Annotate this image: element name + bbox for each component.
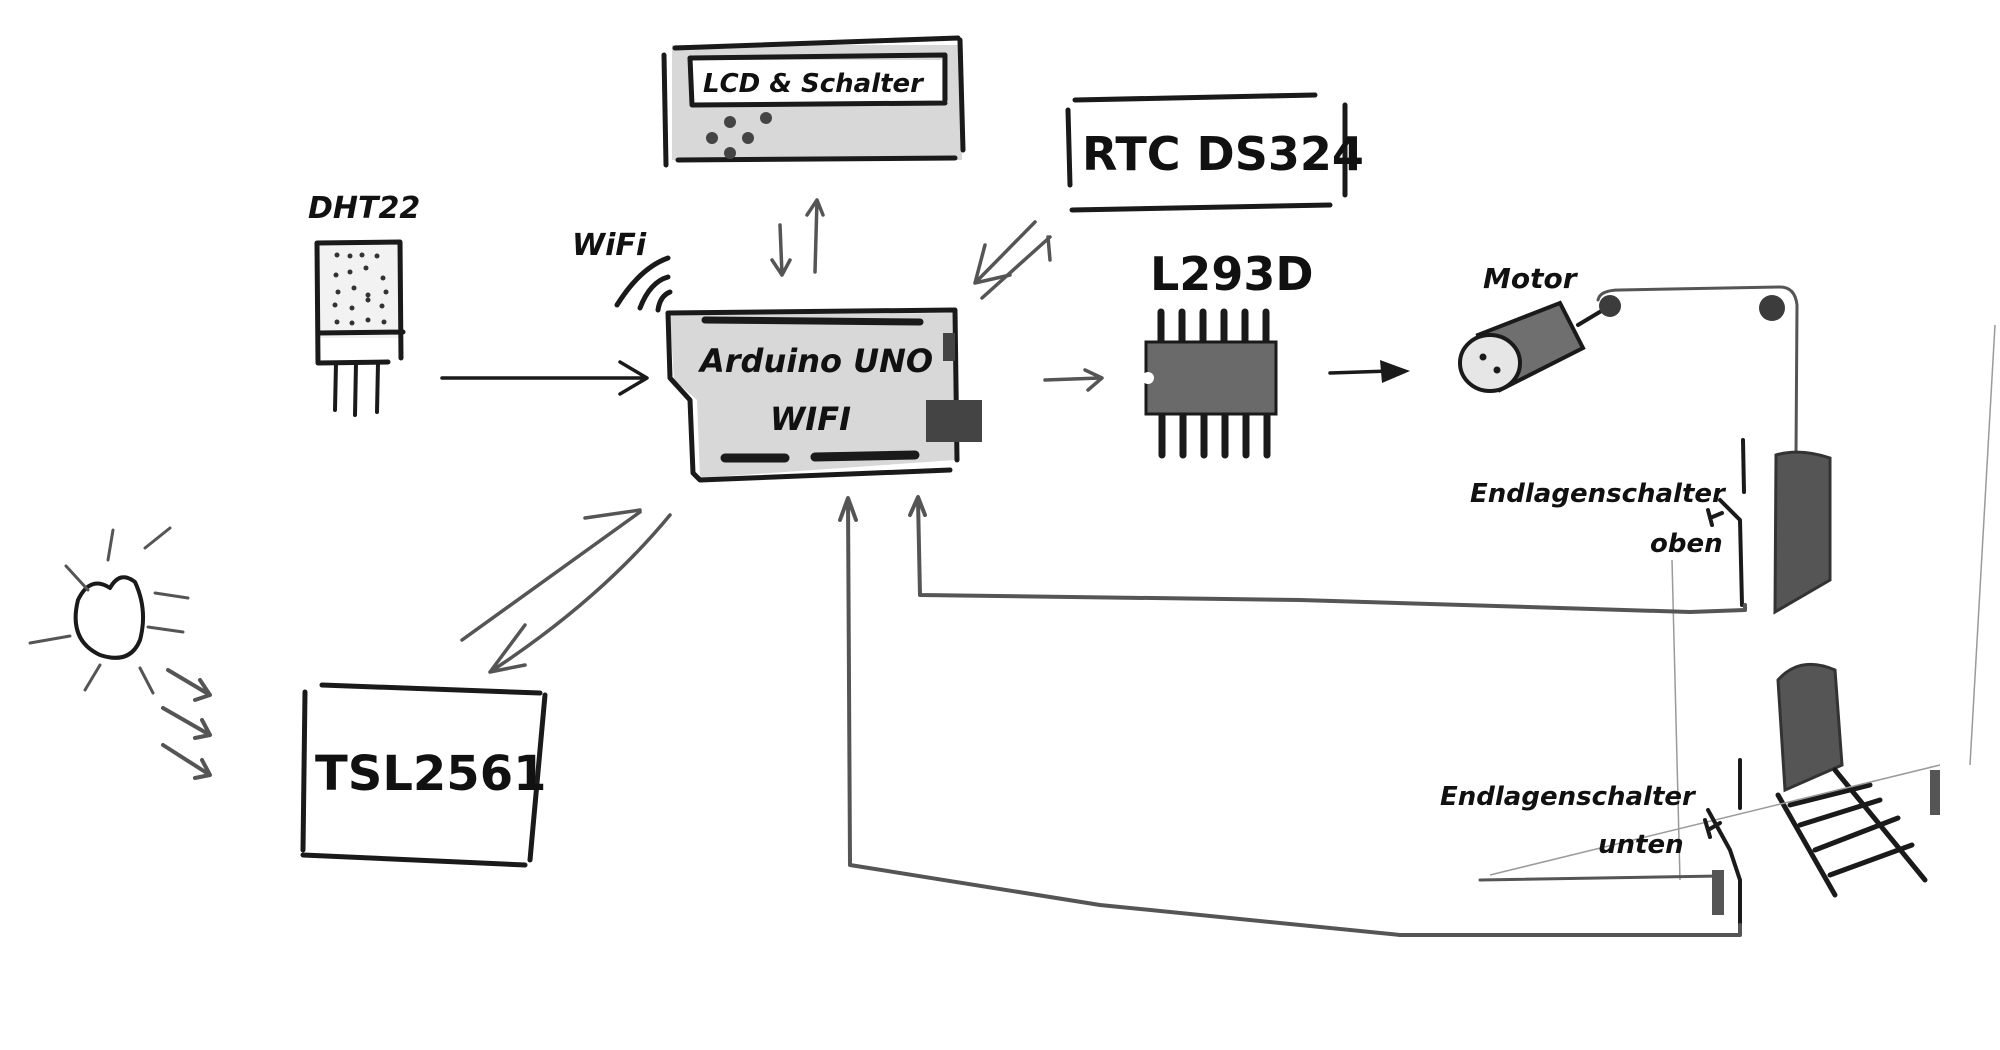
lcd-arduino-arrows — [770, 198, 825, 277]
dht-arduino-arrow — [440, 360, 649, 396]
wifi-indicator: WiFi — [572, 228, 673, 313]
feedback-lines — [838, 495, 1747, 937]
arduino-label-line2: WIFI — [770, 400, 851, 438]
wifi-wave-icon — [614, 255, 671, 308]
limit-switch-bottom: Endlagenschalter unten — [1440, 758, 1742, 927]
l293d-driver: L293D — [1142, 247, 1314, 459]
switch-bottom-label-line2: unten — [1598, 830, 1684, 860]
rtc-label: RTC DS324 — [1082, 127, 1364, 181]
door-mechanism — [1489, 285, 1996, 898]
door-top — [1773, 450, 1832, 615]
switch-bottom-label-line1: Endlagenschalter — [1440, 782, 1697, 812]
wifi-label: WiFi — [572, 228, 647, 263]
lcd-label: LCD & Schalter — [703, 69, 925, 99]
limit-switch-top: Endlagenschalter oben — [1470, 438, 1746, 881]
door-bottom — [1776, 662, 1844, 793]
l293d-label: L293D — [1150, 247, 1314, 301]
rtc-arduino-arrows — [973, 220, 1052, 300]
arduino-driver-arrow — [1043, 368, 1104, 392]
pulley-icon — [1759, 295, 1785, 321]
switch-top-label-line1: Endlagenschalter — [1470, 479, 1727, 509]
wall-line — [1969, 324, 1996, 766]
lcd-module: LCD & Schalter — [661, 35, 966, 168]
dht22-sensor: DHT22 — [308, 191, 420, 417]
bottom-switch-feedback-arrow — [838, 496, 1742, 937]
dht22-label: DHT22 — [308, 191, 420, 226]
rtc-module: RTC DS324 — [1065, 92, 1364, 213]
sun-icon — [28, 526, 212, 780]
motor: Motor — [1458, 262, 1621, 393]
tsl-arduino-arrows — [460, 508, 672, 674]
top-switch-feedback-arrow — [908, 495, 1747, 614]
lcd-buttons — [706, 112, 772, 159]
motor-label: Motor — [1483, 262, 1579, 295]
driver-motor-arrow — [1328, 360, 1410, 383]
rope — [1596, 285, 1799, 457]
light-rays-icon — [161, 668, 212, 780]
tsl2561-label: TSL2561 — [315, 746, 547, 802]
tsl2561-sensor: TSL2561 — [300, 682, 548, 868]
switch-top-label-line2: oben — [1650, 529, 1723, 559]
ramp — [1775, 767, 1928, 898]
arduino-board: Arduino UNO WIFI — [665, 307, 982, 483]
arduino-label-line1: Arduino UNO — [697, 342, 933, 380]
